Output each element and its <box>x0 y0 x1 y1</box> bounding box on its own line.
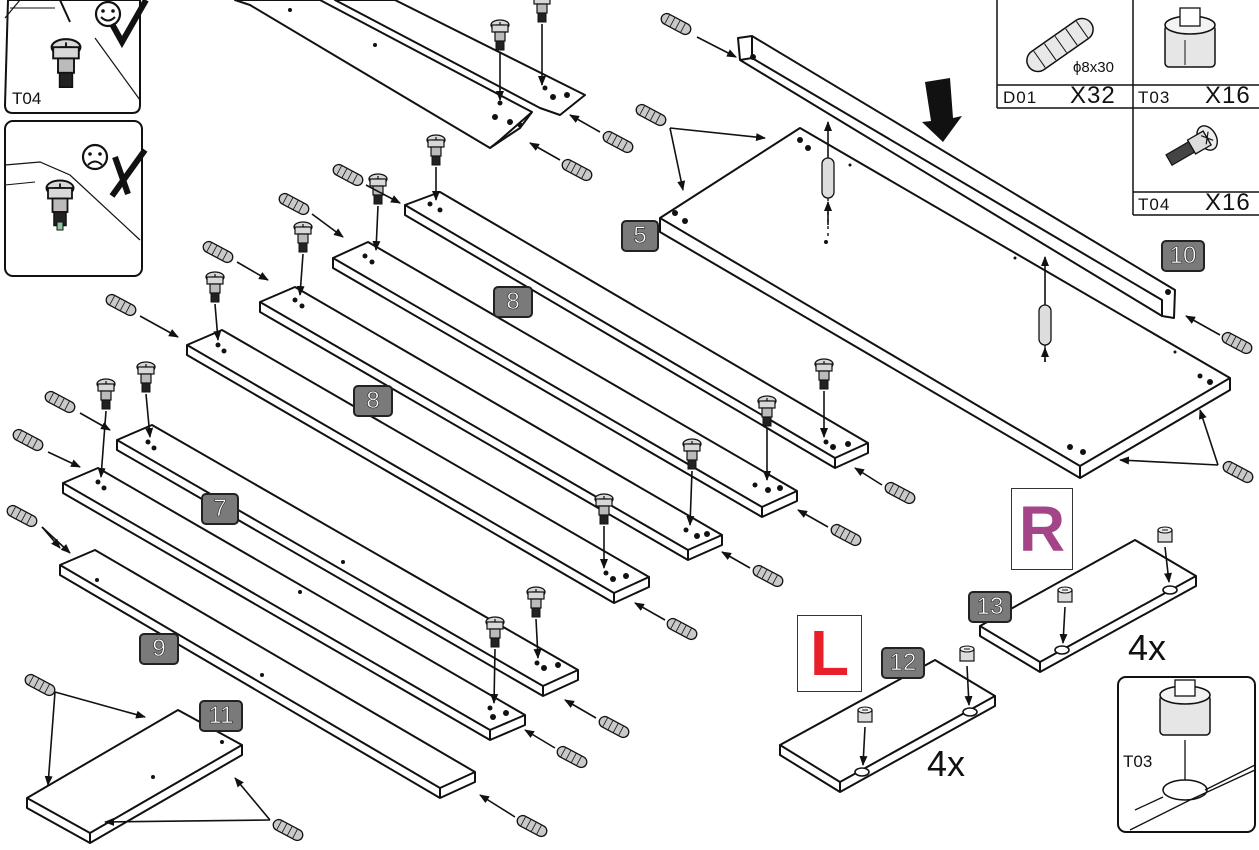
part-tag-8-lower: 8 <box>353 385 393 417</box>
d01-qty: X32 <box>1070 82 1116 109</box>
inset-t04-label: T04 <box>12 89 42 108</box>
part-tag-5: 5 <box>621 220 659 252</box>
inset-t03-label: T03 <box>1123 752 1153 771</box>
smiley-bad-icon <box>81 143 109 171</box>
t03-qty: X16 <box>1205 82 1251 109</box>
quantity-12: 4x <box>927 743 966 784</box>
inset-t03-detail <box>1117 676 1256 833</box>
part-tag-13: 13 <box>968 591 1012 623</box>
smiley-good-icon <box>94 0 122 28</box>
part-tag-11: 11 <box>199 700 243 732</box>
down-arrow-icon <box>922 78 962 142</box>
part-tag-7: 7 <box>201 493 239 525</box>
part-tag-8-upper: 8 <box>493 286 533 318</box>
t03-code: T03 <box>1138 88 1171 107</box>
inset-t04-correct <box>3 0 149 114</box>
quantity-13: 4x <box>1128 627 1167 668</box>
board-top-a <box>234 0 533 149</box>
cross-mark-icon <box>109 148 148 198</box>
part-tag-9: 9 <box>139 633 179 665</box>
d01-code: D01 <box>1003 88 1038 107</box>
check-mark-icon <box>109 0 149 49</box>
part-tag-10: 10 <box>1161 240 1205 272</box>
dowel-icon <box>1026 17 1094 73</box>
hardware-legend <box>996 0 1259 216</box>
right-side-marker: R <box>1011 488 1073 570</box>
cam-lock-icon <box>1164 7 1216 68</box>
board-top-b <box>334 0 586 116</box>
t04-code: T04 <box>1138 195 1171 214</box>
inset-t04-incorrect <box>4 120 148 277</box>
left-side-marker: L <box>797 615 862 692</box>
part-tag-12: 12 <box>881 647 925 679</box>
t04-qty: X16 <box>1205 189 1251 216</box>
cam-screw-icon <box>1165 125 1218 167</box>
dowel-size-label: ϕ8x30 <box>1073 59 1114 76</box>
